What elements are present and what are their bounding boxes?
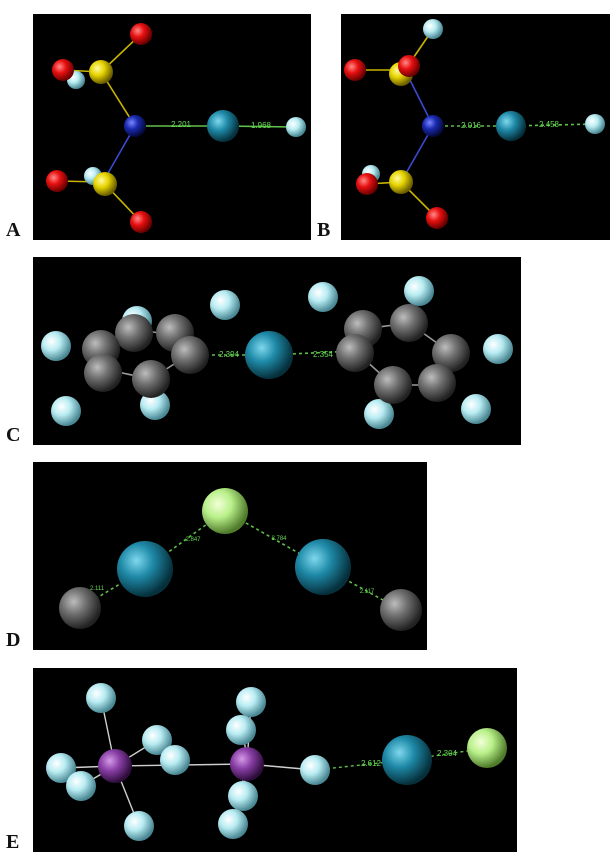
hydrogen-atom <box>300 755 330 785</box>
distance-label: 2.847 <box>185 537 201 543</box>
phosphorus-atom <box>230 747 264 781</box>
panel-label-d: D <box>6 629 21 651</box>
oxygen-atom <box>46 170 68 192</box>
hydrogen-atom <box>218 809 248 839</box>
panel-c-molecule: 2.394 2.354 <box>41 276 513 429</box>
nitrogen-atom <box>124 115 146 137</box>
panel-a: 2.201 1.968 <box>33 14 311 240</box>
distance-label: 2.201 <box>171 120 192 129</box>
metal-atom <box>117 541 173 597</box>
carbon-atom <box>390 304 428 342</box>
oxygen-atom <box>52 59 74 81</box>
distance-label: 2.458 <box>539 120 560 129</box>
hydrogen-atom <box>142 725 172 755</box>
panel-label-a: A <box>6 219 21 241</box>
carbon-atom <box>115 314 153 352</box>
oxygen-atom <box>130 23 152 45</box>
panel-a-molecule: 2.201 1.968 <box>46 23 306 233</box>
hydrogen-atom <box>66 771 96 801</box>
metal-atom <box>207 110 239 142</box>
distance-label: 1.968 <box>251 121 272 130</box>
metal-atom <box>382 735 432 785</box>
hydrogen-atom <box>124 811 154 841</box>
hydrogen-atom <box>86 683 116 713</box>
panel-label-e: E <box>6 831 20 853</box>
sulfur-atom <box>89 60 113 84</box>
metal-atom <box>295 539 351 595</box>
nitrogen-atom <box>422 115 444 137</box>
distance-label: 2.304 <box>437 749 458 758</box>
oxygen-atom <box>344 59 366 81</box>
distance-label: 2.016 <box>461 121 482 130</box>
panel-b: 2.016 2.458 <box>341 14 610 240</box>
panel-d: 2.847 2.784 2.111 2.117 <box>33 462 427 650</box>
panel-c: 2.394 2.354 <box>33 257 521 445</box>
distance-label: 2.117 <box>360 589 375 595</box>
carbon-atom <box>132 360 170 398</box>
hydrogen-atom <box>226 715 256 745</box>
sulfur-atom <box>93 172 117 196</box>
metal-atom <box>245 331 293 379</box>
oxygen-atom <box>356 173 378 195</box>
hydrogen-atom <box>404 276 434 306</box>
carbon-atom <box>374 366 412 404</box>
hydrogen-atom <box>210 290 240 320</box>
carbon-atom <box>336 334 374 372</box>
halogen-atom <box>202 488 248 534</box>
panel-e: 2.612 2.304 <box>33 668 517 852</box>
hydrogen-atom <box>461 394 491 424</box>
distance-line <box>144 510 226 570</box>
hydrogen-atom <box>46 753 76 783</box>
hydrogen-atom <box>308 282 338 312</box>
halogen-atom <box>467 728 507 768</box>
distance-label: 2.354 <box>313 350 334 359</box>
hydrogen-atom <box>423 19 443 39</box>
distance-label: 2.784 <box>271 536 287 542</box>
oxygen-atom <box>398 55 420 77</box>
hydrogen-atom <box>41 331 71 361</box>
panel-d-molecule: 2.847 2.784 2.111 2.117 <box>59 488 422 631</box>
carbon-atom <box>171 336 209 374</box>
phosphorus-atom <box>98 749 132 783</box>
panel-label-c: C <box>6 424 21 446</box>
hydrogen-atom <box>364 399 394 429</box>
hydrogen-atom <box>228 781 258 811</box>
oxygen-atom <box>426 207 448 229</box>
panel-label-b: B <box>317 219 331 241</box>
carbon-atom <box>418 364 456 402</box>
hydrogen-atom <box>51 396 81 426</box>
sulfur-atom <box>389 170 413 194</box>
distance-label: 2.612 <box>361 759 382 768</box>
distance-label: 2.111 <box>90 586 105 592</box>
hydrogen-atom <box>585 114 605 134</box>
hydrogen-atom <box>286 117 306 137</box>
panel-e-molecule: 2.612 2.304 <box>46 683 507 841</box>
metal-atom <box>496 111 526 141</box>
distance-label: 2.394 <box>219 350 240 359</box>
carbon-atom <box>432 334 470 372</box>
oxygen-atom <box>130 211 152 233</box>
panel-b-molecule: 2.016 2.458 <box>344 19 605 229</box>
hydrogen-atom <box>236 687 266 717</box>
carbon-atom <box>59 587 101 629</box>
carbon-atom <box>84 354 122 392</box>
hydrogen-atom <box>160 745 190 775</box>
carbon-atom <box>380 589 422 631</box>
hydrogen-atom <box>483 334 513 364</box>
